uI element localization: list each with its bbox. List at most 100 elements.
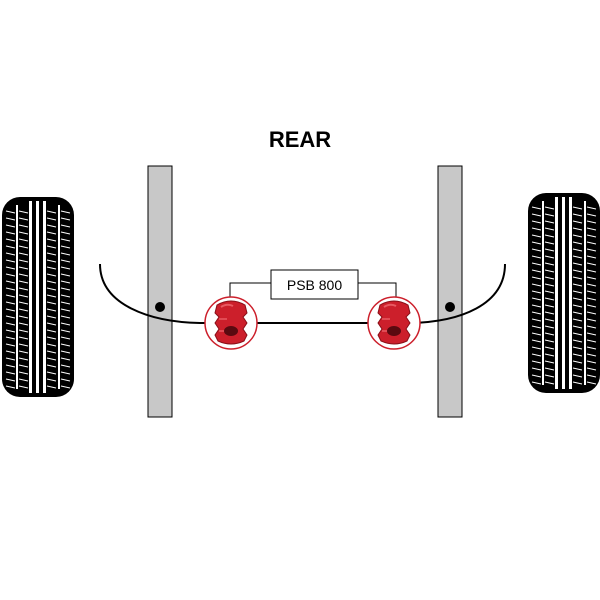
- tread-mark: [572, 255, 583, 259]
- tread-mark: [572, 269, 583, 273]
- tread-mark: [5, 371, 16, 375]
- tread-mark: [531, 206, 542, 210]
- tread-mark: [572, 367, 583, 371]
- tread-mark: [46, 231, 57, 235]
- tread-mark: [5, 315, 16, 319]
- tread-mark: [572, 304, 583, 308]
- tread-mark: [60, 364, 71, 368]
- tread-mark: [586, 360, 597, 364]
- tread-mark: [5, 308, 16, 312]
- tread-mark: [46, 280, 57, 284]
- tread-mark: [5, 287, 16, 291]
- tread-mark: [5, 280, 16, 284]
- tread-mark: [5, 329, 16, 333]
- tread-mark: [544, 360, 555, 364]
- tread-mark: [531, 353, 542, 357]
- tread-mark: [18, 371, 29, 375]
- tread-mark: [46, 266, 57, 270]
- tread-mark: [46, 273, 57, 277]
- tread-mark: [18, 238, 29, 242]
- tread-mark: [18, 315, 29, 319]
- tread-mark: [531, 262, 542, 266]
- tread-mark: [5, 343, 16, 347]
- tread-mark: [5, 259, 16, 263]
- tread-mark: [586, 346, 597, 350]
- tread-mark: [531, 213, 542, 217]
- tread-mark: [46, 252, 57, 256]
- tread-mark: [544, 290, 555, 294]
- tread-mark: [544, 213, 555, 217]
- tread-mark: [46, 364, 57, 368]
- tread-mark: [531, 248, 542, 252]
- tread-mark: [18, 245, 29, 249]
- tread-mark: [544, 318, 555, 322]
- tread-mark: [572, 290, 583, 294]
- tread-mark: [531, 346, 542, 350]
- right-bush-icon: [367, 296, 421, 350]
- tread-mark: [18, 287, 29, 291]
- tread-mark: [18, 378, 29, 382]
- tread-mark: [531, 318, 542, 322]
- right-tyre-icon: [528, 193, 600, 393]
- right-link-mount: [445, 302, 455, 312]
- tread-mark: [586, 269, 597, 273]
- tread-mark: [544, 255, 555, 259]
- tread-mark: [46, 378, 57, 382]
- tread-mark: [60, 315, 71, 319]
- tread-mark: [572, 234, 583, 238]
- tread-mark: [586, 283, 597, 287]
- tread-mark: [544, 234, 555, 238]
- tread-mark: [531, 255, 542, 259]
- tread-mark: [60, 231, 71, 235]
- tread-mark: [18, 336, 29, 340]
- tread-mark: [572, 248, 583, 252]
- tread-mark: [5, 252, 16, 256]
- tread-mark: [572, 311, 583, 315]
- tread-mark: [544, 332, 555, 336]
- tread-mark: [544, 304, 555, 308]
- right-frame-rail: [437, 165, 463, 418]
- tread-mark: [572, 381, 583, 385]
- tread-mark: [544, 283, 555, 287]
- tread-mark: [572, 360, 583, 364]
- tread-mark: [60, 301, 71, 305]
- tread-mark: [60, 336, 71, 340]
- tread-mark: [60, 371, 71, 375]
- part-label-box: [270, 269, 359, 300]
- tread-mark: [572, 220, 583, 224]
- tread-mark: [586, 290, 597, 294]
- tread-mark: [572, 325, 583, 329]
- part-label: PSB 800: [287, 277, 342, 293]
- tread-mark: [18, 210, 29, 214]
- tread-mark: [60, 287, 71, 291]
- tread-mark: [544, 374, 555, 378]
- tread-mark: [586, 339, 597, 343]
- tread-mark: [531, 276, 542, 280]
- tread-mark: [544, 353, 555, 357]
- tread-mark: [46, 322, 57, 326]
- tread-mark: [586, 206, 597, 210]
- tread-mark: [572, 206, 583, 210]
- right-leader-line: [358, 282, 397, 298]
- tread-mark: [572, 283, 583, 287]
- tread-mark: [572, 332, 583, 336]
- tread-mark: [544, 311, 555, 315]
- tread-mark: [60, 245, 71, 249]
- tread-mark: [60, 217, 71, 221]
- tread-mark: [586, 318, 597, 322]
- tread-mark: [18, 266, 29, 270]
- tread-mark: [572, 374, 583, 378]
- tread-mark: [531, 367, 542, 371]
- tread-mark: [572, 241, 583, 245]
- tread-mark: [5, 336, 16, 340]
- tread-mark: [18, 273, 29, 277]
- tread-mark: [5, 266, 16, 270]
- tread-mark: [544, 220, 555, 224]
- tread-mark: [531, 269, 542, 273]
- tread-mark: [18, 259, 29, 263]
- tread-mark: [572, 346, 583, 350]
- tread-mark: [586, 325, 597, 329]
- tread-mark: [531, 311, 542, 315]
- tread-mark: [531, 227, 542, 231]
